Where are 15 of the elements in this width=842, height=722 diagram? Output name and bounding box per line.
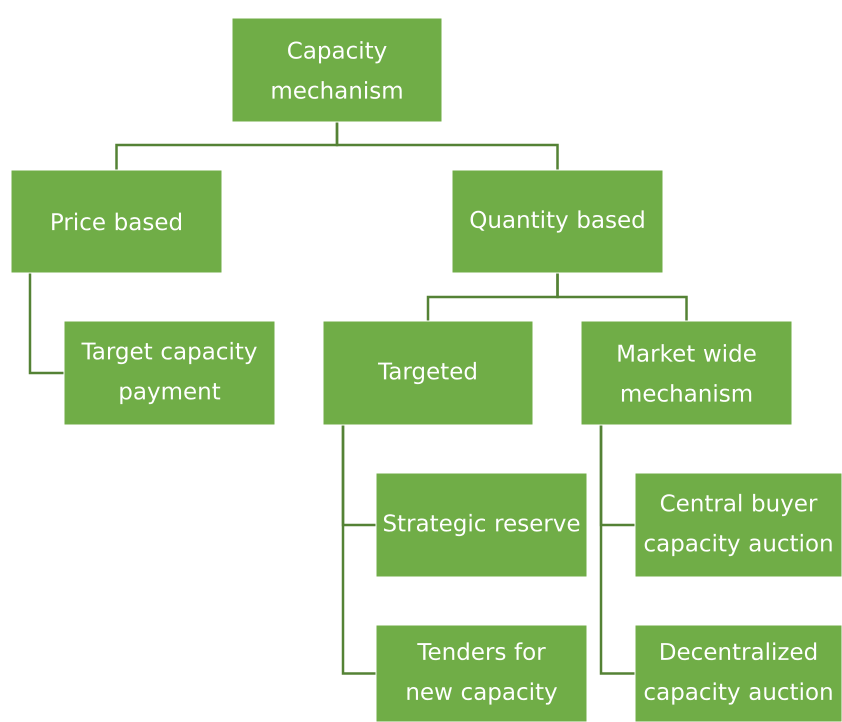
process-box: Tenders for new capacity <box>376 624 588 722</box>
connector-line <box>342 426 376 675</box>
process-box: Target capacity payment <box>64 320 276 426</box>
process-box: Capacity mechanism <box>232 18 442 122</box>
process-box: Quantity based <box>452 170 664 274</box>
process-box: Targeted <box>322 320 534 426</box>
connector-line <box>600 426 634 675</box>
connector-line <box>556 274 688 320</box>
connector-line <box>28 274 64 374</box>
process-box: Strategic reserve <box>376 472 588 578</box>
process-box: Central buyer capacity auction <box>634 472 842 578</box>
process-box: Market wide mechanism <box>580 320 793 426</box>
connector-line <box>336 122 559 170</box>
process-box: Decentralized capacity auction <box>634 624 842 722</box>
process-box: Price based <box>10 170 222 274</box>
